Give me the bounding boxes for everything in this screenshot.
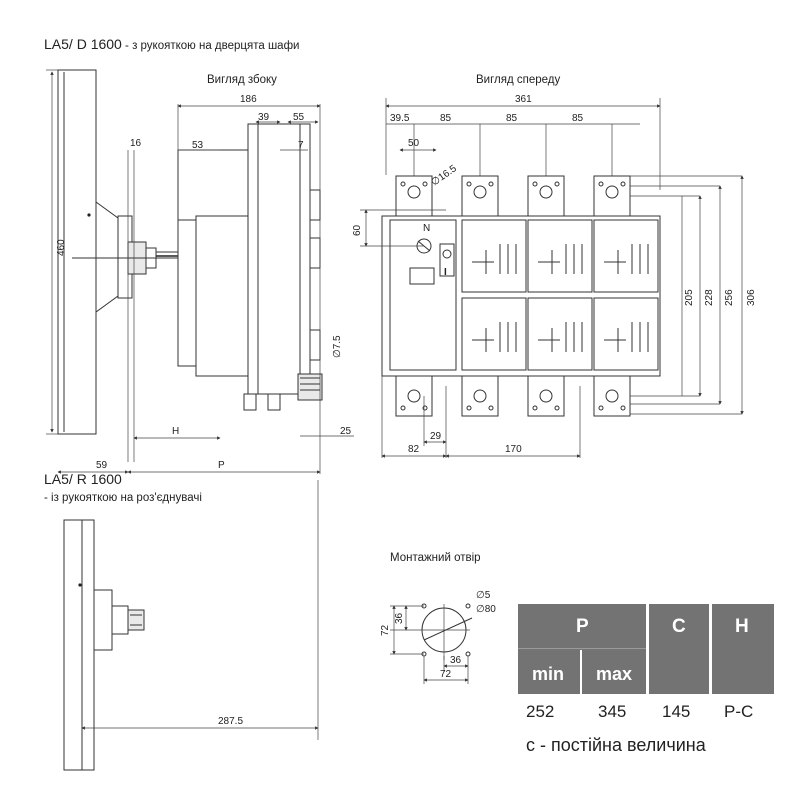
switch-frame — [247, 123, 311, 395]
dim-60: 60 — [352, 224, 363, 236]
dim-H: H — [172, 426, 179, 437]
dim-460: 460 — [56, 239, 67, 256]
table-value-c: 145 — [662, 702, 691, 721]
model-description: - з рукояткою на дверцята шафи — [121, 40, 300, 52]
dim-256: 256 — [724, 289, 735, 306]
mounting-hole-label: Монтажний отвір — [390, 552, 481, 564]
switch-handle-view: 287.5 — [63, 480, 319, 771]
table-sub-max: max — [596, 664, 633, 684]
dim-85-b: 85 — [506, 113, 518, 124]
table-value-max: 345 — [598, 702, 627, 721]
dim-170: 170 — [505, 444, 522, 455]
on-label: I — [444, 267, 447, 278]
dim-P: P — [218, 460, 225, 471]
dim-25: 25 — [340, 426, 352, 437]
dim-diam-7-5: ∅7.5 — [332, 335, 343, 358]
table-head-p-label: P — [576, 616, 589, 637]
table-head-h-label: H — [735, 616, 749, 637]
mounting-hole-drawing: 72 36 ∅5 ∅80 36 72 — [380, 590, 496, 684]
dim-39: 39 — [258, 112, 270, 123]
dim-82: 82 — [408, 444, 420, 455]
neutral-label: N — [423, 223, 430, 234]
dim-59: 59 — [96, 460, 108, 471]
constant-note: c - постійна величина — [526, 735, 706, 755]
mount-dim-72-horizontal: 72 — [440, 669, 452, 680]
drawing-title-switch-handle: LA5/ R 1600 — [44, 471, 122, 487]
model-label: LA5/ D 1600 — [44, 36, 122, 52]
dim-7: 7 — [298, 140, 304, 151]
pole-modules — [461, 219, 659, 371]
dim-306: 306 — [746, 289, 757, 306]
side-view-label: Вигляд збоку — [207, 74, 277, 86]
mount-dim-diam-5: ∅5 — [476, 590, 491, 601]
table-head-c-label: C — [672, 616, 686, 637]
table-value-min: 252 — [526, 702, 555, 721]
dim-16: 16 — [130, 138, 142, 149]
dim-50: 50 — [408, 138, 420, 149]
dim-29: 29 — [430, 431, 442, 442]
mount-dim-72-vertical: 72 — [380, 624, 391, 636]
dim-361: 361 — [515, 94, 532, 105]
table-value-h: P-C — [724, 702, 754, 721]
side-view: 460 16 186 53 — [46, 69, 354, 474]
table-header-h — [712, 604, 774, 694]
drawing-title-door-handle: LA5/ D 1600 - з рукояткою на дверцята ша… — [44, 36, 299, 52]
bottom-terminals — [395, 375, 631, 417]
dim-39-5: 39.5 — [390, 113, 410, 124]
dim-85-a: 85 — [440, 113, 452, 124]
dim-diam-16-5: ∅16.5 — [429, 163, 459, 188]
dim-186: 186 — [240, 94, 257, 105]
dim-228: 228 — [704, 289, 715, 306]
dim-205: 205 — [684, 289, 695, 306]
drawing-subtitle-switch-handle: - із рукояткою на роз'єднувачі — [44, 492, 202, 504]
front-view: 361 39.5 85 85 85 50 ∅16.5 N — [352, 94, 757, 458]
dim-85-c: 85 — [572, 113, 584, 124]
handle-base — [95, 201, 119, 313]
mount-dim-36-horizontal: 36 — [450, 655, 462, 666]
table-header-c — [649, 604, 709, 694]
front-view-label: Вигляд спереду — [476, 74, 561, 86]
handle-knob-2 — [127, 609, 145, 631]
dim-55: 55 — [293, 112, 305, 123]
neutral-pole-cover — [389, 219, 457, 371]
table-sub-min: min — [532, 664, 565, 684]
mount-dim-diam-80: ∅80 — [476, 604, 496, 615]
table-header-p — [518, 604, 646, 694]
dim-287-5: 287.5 — [218, 716, 243, 727]
dim-53: 53 — [192, 140, 204, 151]
mount-dim-36-vertical: 36 — [394, 612, 405, 624]
